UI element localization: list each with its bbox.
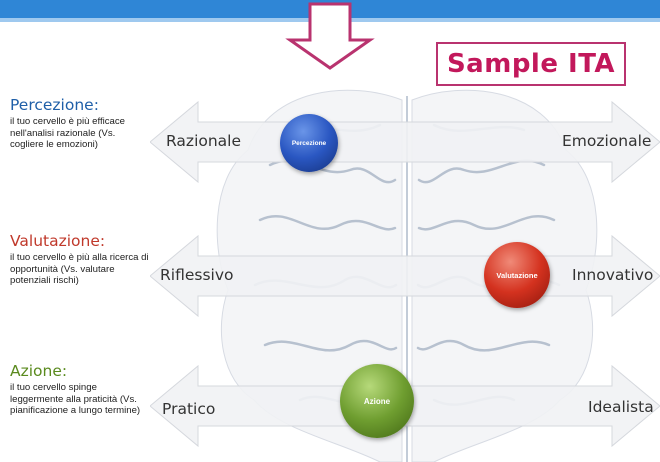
down-arrow-icon — [285, 2, 375, 70]
section-percezione: Percezione: il tuo cervello è più effica… — [10, 96, 150, 151]
scale-right-label: Emozionale — [562, 132, 652, 150]
sample-tag: Sample ITA — [436, 42, 626, 86]
percezione-marker: Percezione — [280, 114, 338, 172]
scale-right-label: Innovativo — [572, 266, 654, 284]
scale-right-label: Idealista — [588, 398, 654, 416]
section-title: Azione: — [10, 362, 68, 380]
valutazione-marker: Valutazione — [484, 242, 550, 308]
section-description: il tuo cervello spinge leggermente alla … — [10, 382, 141, 416]
section-title: Valutazione: — [10, 232, 106, 250]
marker-label: Percezione — [291, 139, 327, 147]
section-description: il tuo cervello è più alla ricerca di op… — [10, 252, 149, 286]
marker-label: Valutazione — [496, 270, 538, 280]
scale-left-label: Pratico — [162, 400, 216, 418]
sample-tag-label: Sample ITA — [446, 49, 616, 79]
section-title: Percezione: — [10, 96, 99, 114]
section-azione: Azione: il tuo cervello spinge leggermen… — [10, 362, 150, 417]
scale-left-label: Riflessivo — [160, 266, 234, 284]
section-description: il tuo cervello è più efficace nell'anal… — [10, 116, 126, 150]
azione-marker: Azione — [340, 364, 414, 438]
section-valutazione: Valutazione: il tuo cervello è più alla … — [10, 232, 150, 287]
marker-label: Azione — [363, 396, 391, 406]
scale-left-label: Razionale — [166, 132, 242, 150]
